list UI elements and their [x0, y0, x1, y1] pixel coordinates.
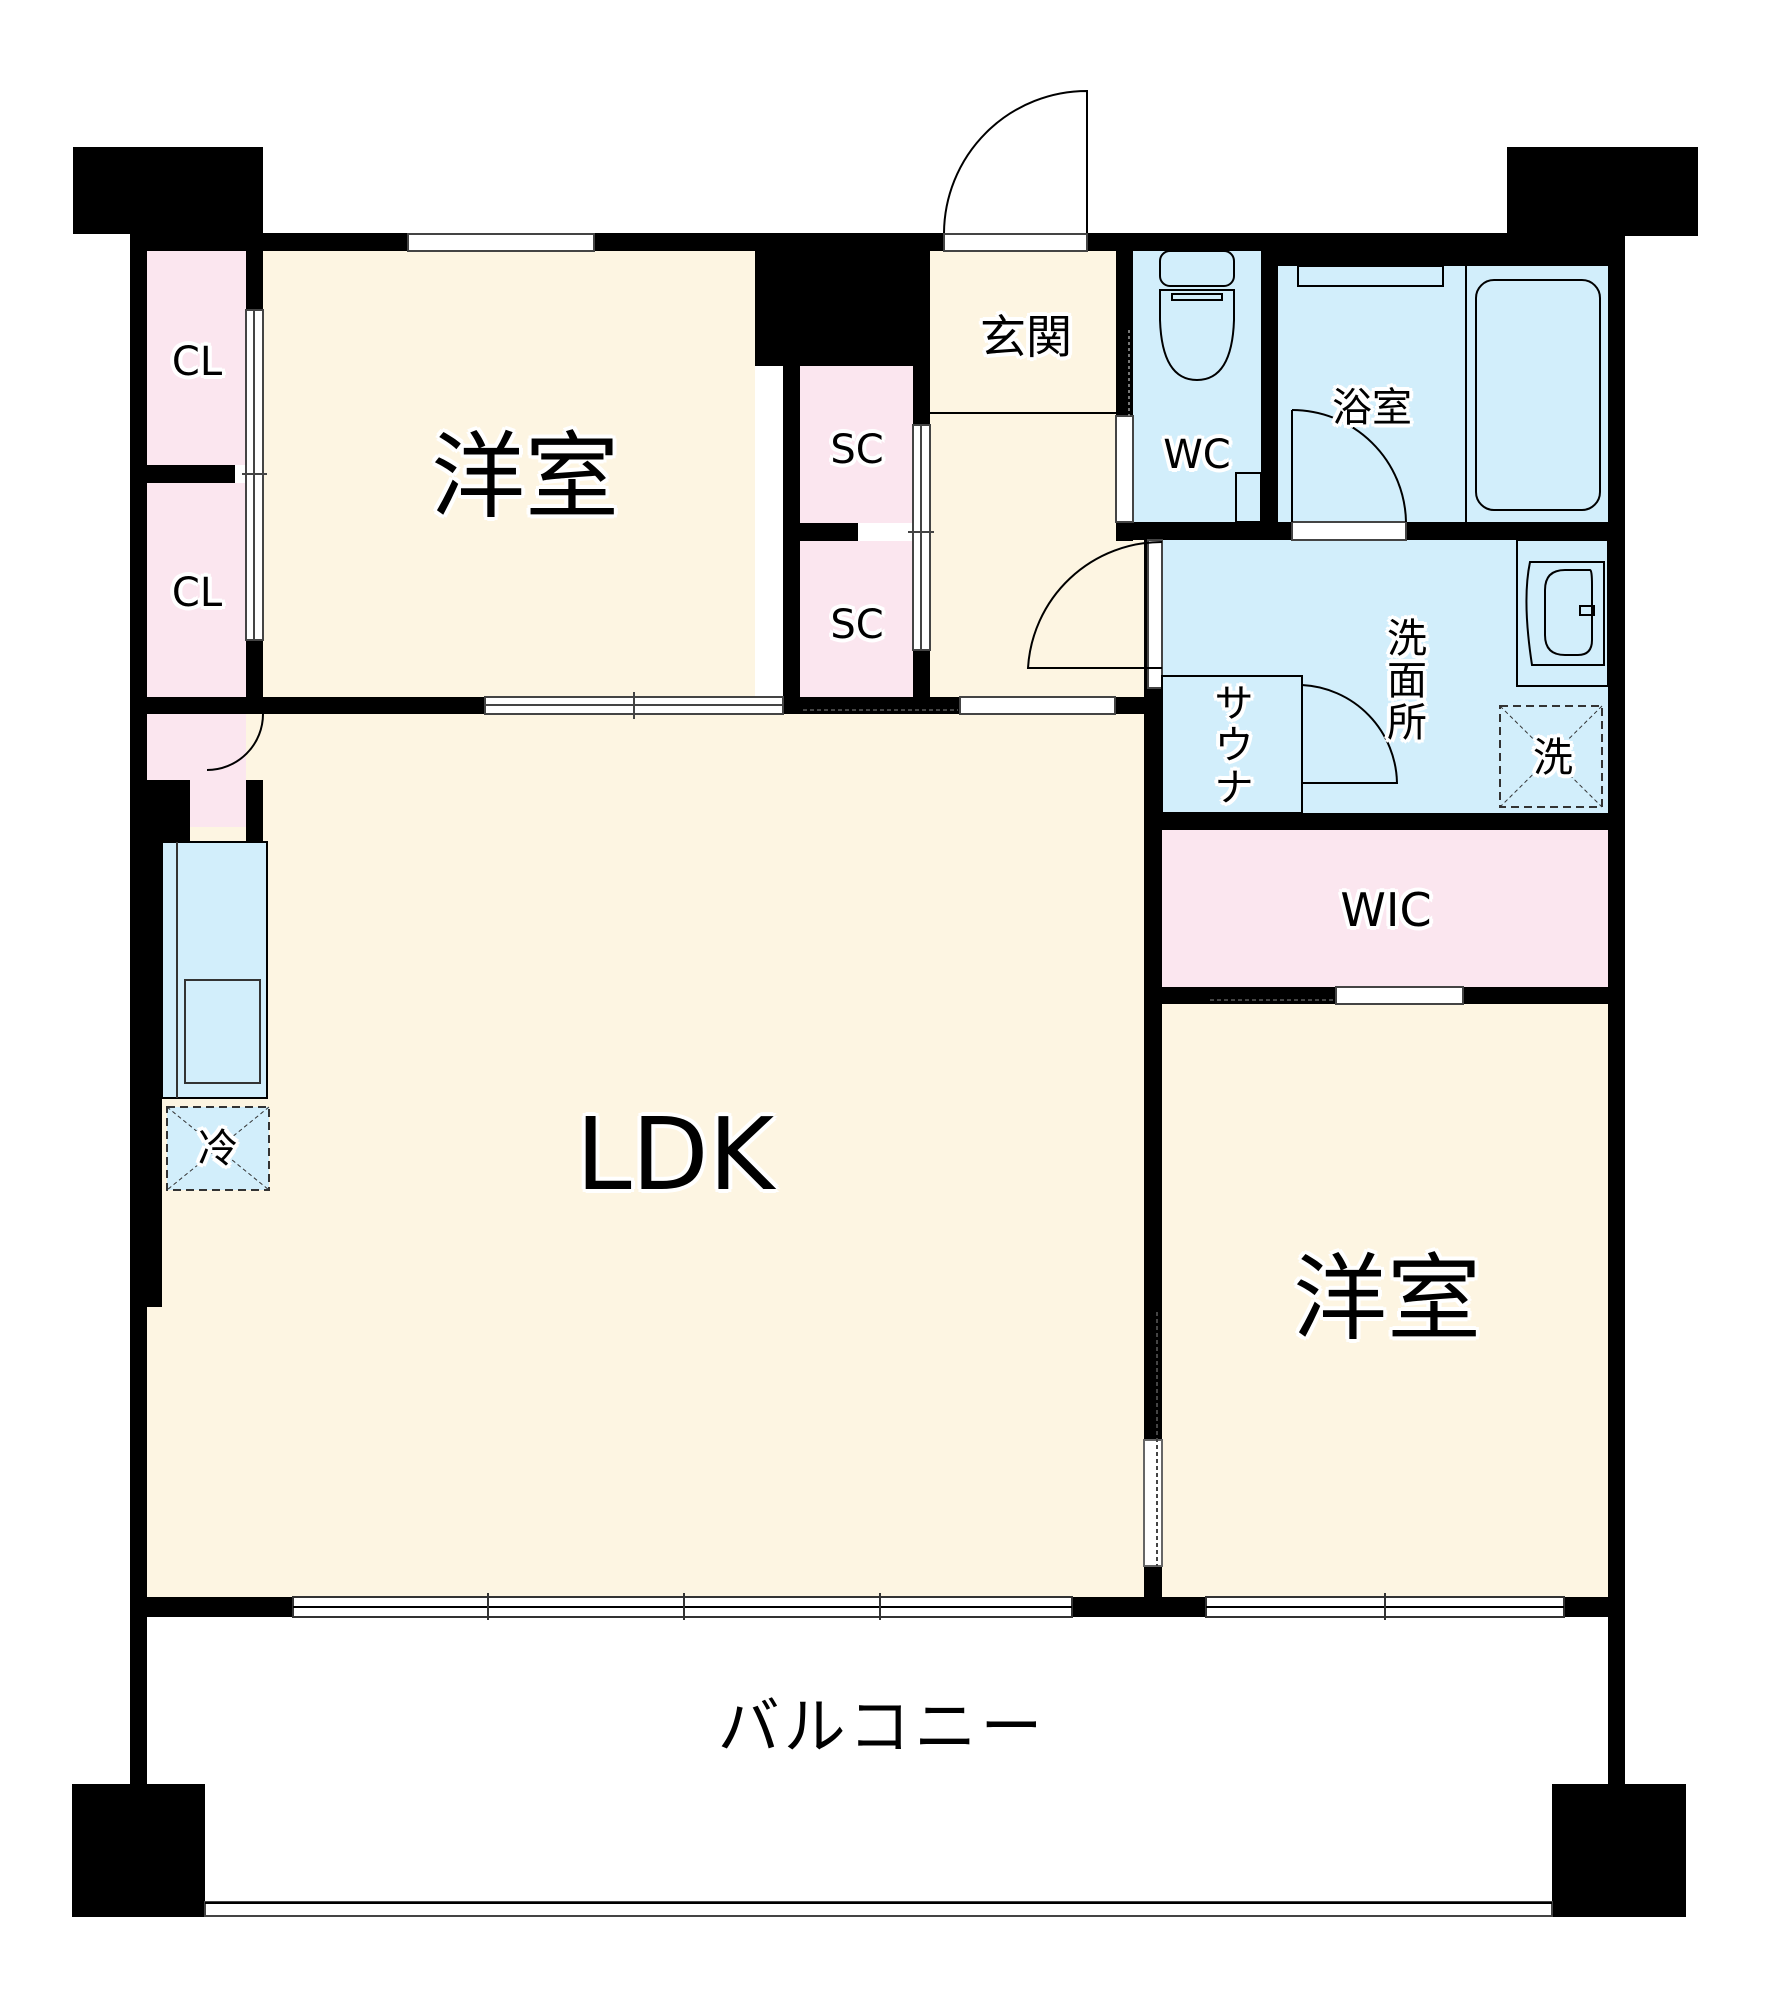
- wc-label: WC: [1163, 432, 1231, 478]
- wall-right: [1608, 233, 1625, 1784]
- vanity: [1516, 539, 1609, 687]
- shoe-closet2-label: SC: [830, 602, 884, 648]
- bedroom1-floor: [263, 251, 755, 697]
- closet2-floor: [147, 483, 246, 697]
- bedroom2-floor: [1162, 1004, 1608, 1597]
- sauna-label: サウナ: [1207, 682, 1253, 808]
- sauna-box: [1161, 675, 1303, 814]
- room-fills: [147, 251, 1608, 1597]
- kitchen-sink: [184, 979, 261, 1084]
- fridge-label: 冷: [198, 1126, 238, 1172]
- entrance-label: 玄関: [980, 310, 1072, 364]
- wic-floor: [1162, 830, 1608, 987]
- column-bottom-right: [1552, 1784, 1686, 1917]
- shoe-closet1-floor: [800, 366, 913, 523]
- washer-space: [1499, 705, 1603, 808]
- bathroom-label: 浴室: [1332, 385, 1412, 431]
- bedroom1-label: 洋室: [430, 423, 620, 532]
- door-swings: [206, 89, 1407, 784]
- bedroom2-label: 洋室: [1292, 1245, 1482, 1354]
- entrance-door-swing: [943, 89, 1088, 234]
- hallway-floor: [930, 413, 1148, 697]
- balcony-rail: [204, 1901, 1553, 1917]
- shoe-closet2-floor: [800, 541, 913, 697]
- column-bottom-left: [72, 1784, 205, 1917]
- entrance-door-frame: [943, 233, 1088, 252]
- wall-left: [130, 233, 147, 1784]
- fixtures: [930, 250, 1609, 814]
- closet2-label: CL: [171, 570, 223, 616]
- bathroom-floor: [1278, 266, 1608, 522]
- entrance-floor: [930, 251, 1116, 413]
- wic-label: WIC: [1340, 883, 1432, 937]
- window-bedroom1: [407, 233, 595, 252]
- bathtub-icon: [1475, 279, 1601, 511]
- toilet-icon: [1159, 250, 1235, 382]
- washer-label: 洗: [1533, 735, 1573, 781]
- sink-icon: [1525, 561, 1605, 666]
- closet1-floor: [147, 251, 246, 465]
- ldk-floor: [147, 714, 1144, 1597]
- shoe-closet1-label: SC: [830, 427, 884, 473]
- balcony-label: バルコニー: [717, 1690, 1047, 1763]
- column-top-left: [73, 147, 263, 234]
- kitchen-storage-floor: [147, 714, 246, 827]
- windows: [204, 233, 1565, 1917]
- ldk-label: LDK: [575, 1096, 775, 1213]
- closet1-label: CL: [171, 339, 223, 385]
- column-top-right: [1507, 147, 1698, 236]
- washroom-label: 洗面所: [1380, 617, 1426, 743]
